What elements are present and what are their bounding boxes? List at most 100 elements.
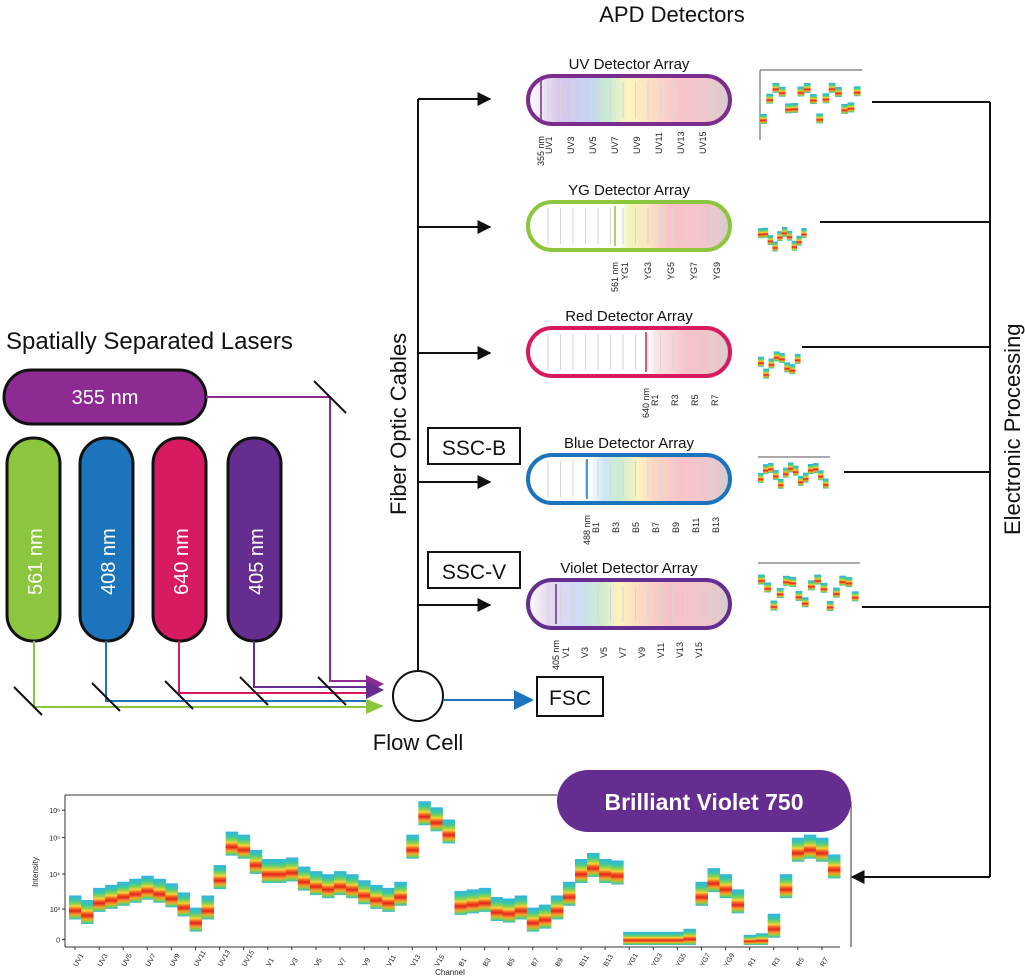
chart-bar-UV14	[225, 831, 239, 856]
mini-plot-mark	[784, 362, 791, 373]
detector-channel-label: V13	[675, 642, 685, 658]
chart-y-tick-label: 10⁶	[49, 808, 60, 815]
detector-laser-label: 640 nm	[641, 388, 651, 418]
laser-408-label: 408 nm	[98, 528, 120, 595]
chart-y-tick-label: 0	[56, 937, 60, 944]
laser-561-label: 561 nm	[25, 528, 47, 595]
chart-x-tick-label: UV15	[241, 949, 256, 968]
mini-plot-mark	[760, 113, 767, 124]
detector-array-title: Blue Detector Array	[564, 435, 695, 452]
mini-spectrum-plot	[759, 69, 862, 140]
detector-channel-label: B9	[671, 522, 681, 533]
chart-bar-V12	[394, 881, 407, 906]
detector-array-outline	[526, 326, 732, 378]
mini-plot-mark	[841, 103, 849, 114]
laser-640: 640 nm	[151, 436, 208, 643]
electronic-processing-label: Electronic Processing	[1000, 323, 1025, 535]
mini-plot-mark	[770, 600, 778, 611]
detector-channel-label: B5	[631, 522, 641, 533]
ssc-b-label: SSC-B	[442, 437, 506, 460]
flow-cell-label: Flow Cell	[373, 730, 463, 755]
mini-plot-mark	[791, 102, 799, 113]
chart-bar-V2	[273, 859, 287, 883]
mini-plot-mark	[758, 472, 764, 483]
chart-bar-UV15	[237, 834, 251, 859]
chart-bar-UV10	[177, 892, 190, 917]
mini-plot-mark	[773, 470, 779, 481]
mini-plot-mark	[822, 93, 830, 104]
chart-bar-YG1	[623, 931, 636, 945]
fsc-box: FSC	[536, 676, 604, 717]
mini-plot-mark	[758, 356, 764, 367]
chart-x-tick-label: B7	[530, 957, 540, 968]
mini-plot-mark	[839, 575, 847, 586]
chart-bar-UV1	[69, 895, 82, 920]
chart-bar-B13	[599, 859, 612, 883]
detector-channel-label: UV3	[566, 136, 576, 154]
mini-plot-mark	[773, 351, 780, 362]
chart-x-tick-label: YG5	[675, 952, 688, 968]
detector-channel-label: YG5	[666, 262, 676, 280]
chart-x-tick-label: V5	[314, 957, 324, 968]
fsc-label: FSC	[549, 687, 591, 710]
mini-plot-mark	[818, 470, 824, 481]
chart-bar-YG2	[635, 931, 648, 945]
mini-plot-mark	[835, 87, 842, 98]
chart-bar-B9	[550, 895, 564, 920]
mini-plot-mark	[798, 475, 804, 486]
detector-channel-label: B3	[611, 522, 621, 533]
mini-plot-mark	[797, 86, 805, 97]
detector-channel-label: B1	[591, 522, 601, 533]
mini-plot-mark	[772, 241, 778, 252]
mini-plot-mark	[820, 582, 828, 593]
chart-x-tick-label: YG1	[627, 952, 640, 968]
mini-plot-mark	[813, 463, 819, 474]
chart-x-tick-label: B9	[555, 957, 565, 968]
laser-355: 355 nm	[2, 368, 208, 426]
chart-bar-B10	[562, 881, 576, 906]
chart-x-tick-label: YG7	[699, 952, 712, 968]
chart-bar-UV16	[249, 849, 263, 874]
detector-array-spectrum	[528, 202, 730, 250]
ssc-b-box: SSC-B	[427, 427, 521, 465]
mini-plot-mark	[764, 582, 772, 593]
detector-channel-label: R1	[650, 394, 660, 406]
chart-bar-R7	[815, 837, 829, 862]
chart-bar-B12	[587, 852, 600, 877]
mini-plot-mark	[768, 358, 775, 369]
mini-plot-mark	[772, 82, 780, 93]
fiber-optic-label: Fiber Optic Cables	[386, 333, 411, 515]
chart-y-label: Intensity	[31, 857, 40, 887]
chart-bar-V7	[334, 871, 347, 896]
detector-array-spectrum	[528, 580, 730, 628]
mini-plot-mark	[783, 467, 789, 478]
chart-bar-R2	[755, 933, 769, 945]
chart-x-tick-label: UV11	[193, 950, 208, 968]
mini-plot-mark	[778, 86, 786, 97]
chart-bar-V5	[309, 871, 323, 896]
laser-405-label: 405 nm	[246, 528, 268, 595]
chart-x-tick-label: R5	[796, 957, 807, 968]
chart-x-tick-label: V3	[290, 957, 300, 968]
chart-bar-V9	[358, 880, 371, 905]
chart-x-tick-label: UV7	[145, 953, 158, 968]
chart-y-tick-label: 10⁵	[49, 836, 60, 843]
mini-spectrum-plot	[758, 562, 860, 612]
detector-channel-label: V1	[561, 647, 571, 658]
mini-plot-mark	[767, 235, 773, 246]
laser-640-label: 640 nm	[171, 528, 193, 595]
chart-x-tick-label: V13	[410, 954, 422, 968]
chart-x-tick-label: R7	[820, 957, 831, 968]
chart-bar-R4	[779, 874, 793, 899]
chart-bar-UV2	[81, 900, 94, 925]
mini-plot-mark	[762, 227, 769, 238]
mini-plot-mark	[823, 478, 829, 489]
mini-plot-mark	[796, 235, 802, 246]
mini-plot-mark	[789, 576, 797, 587]
detector-array-outline	[526, 74, 732, 126]
mini-spectrum-plot	[758, 456, 830, 489]
detector-channel-label: YG9	[712, 262, 722, 280]
